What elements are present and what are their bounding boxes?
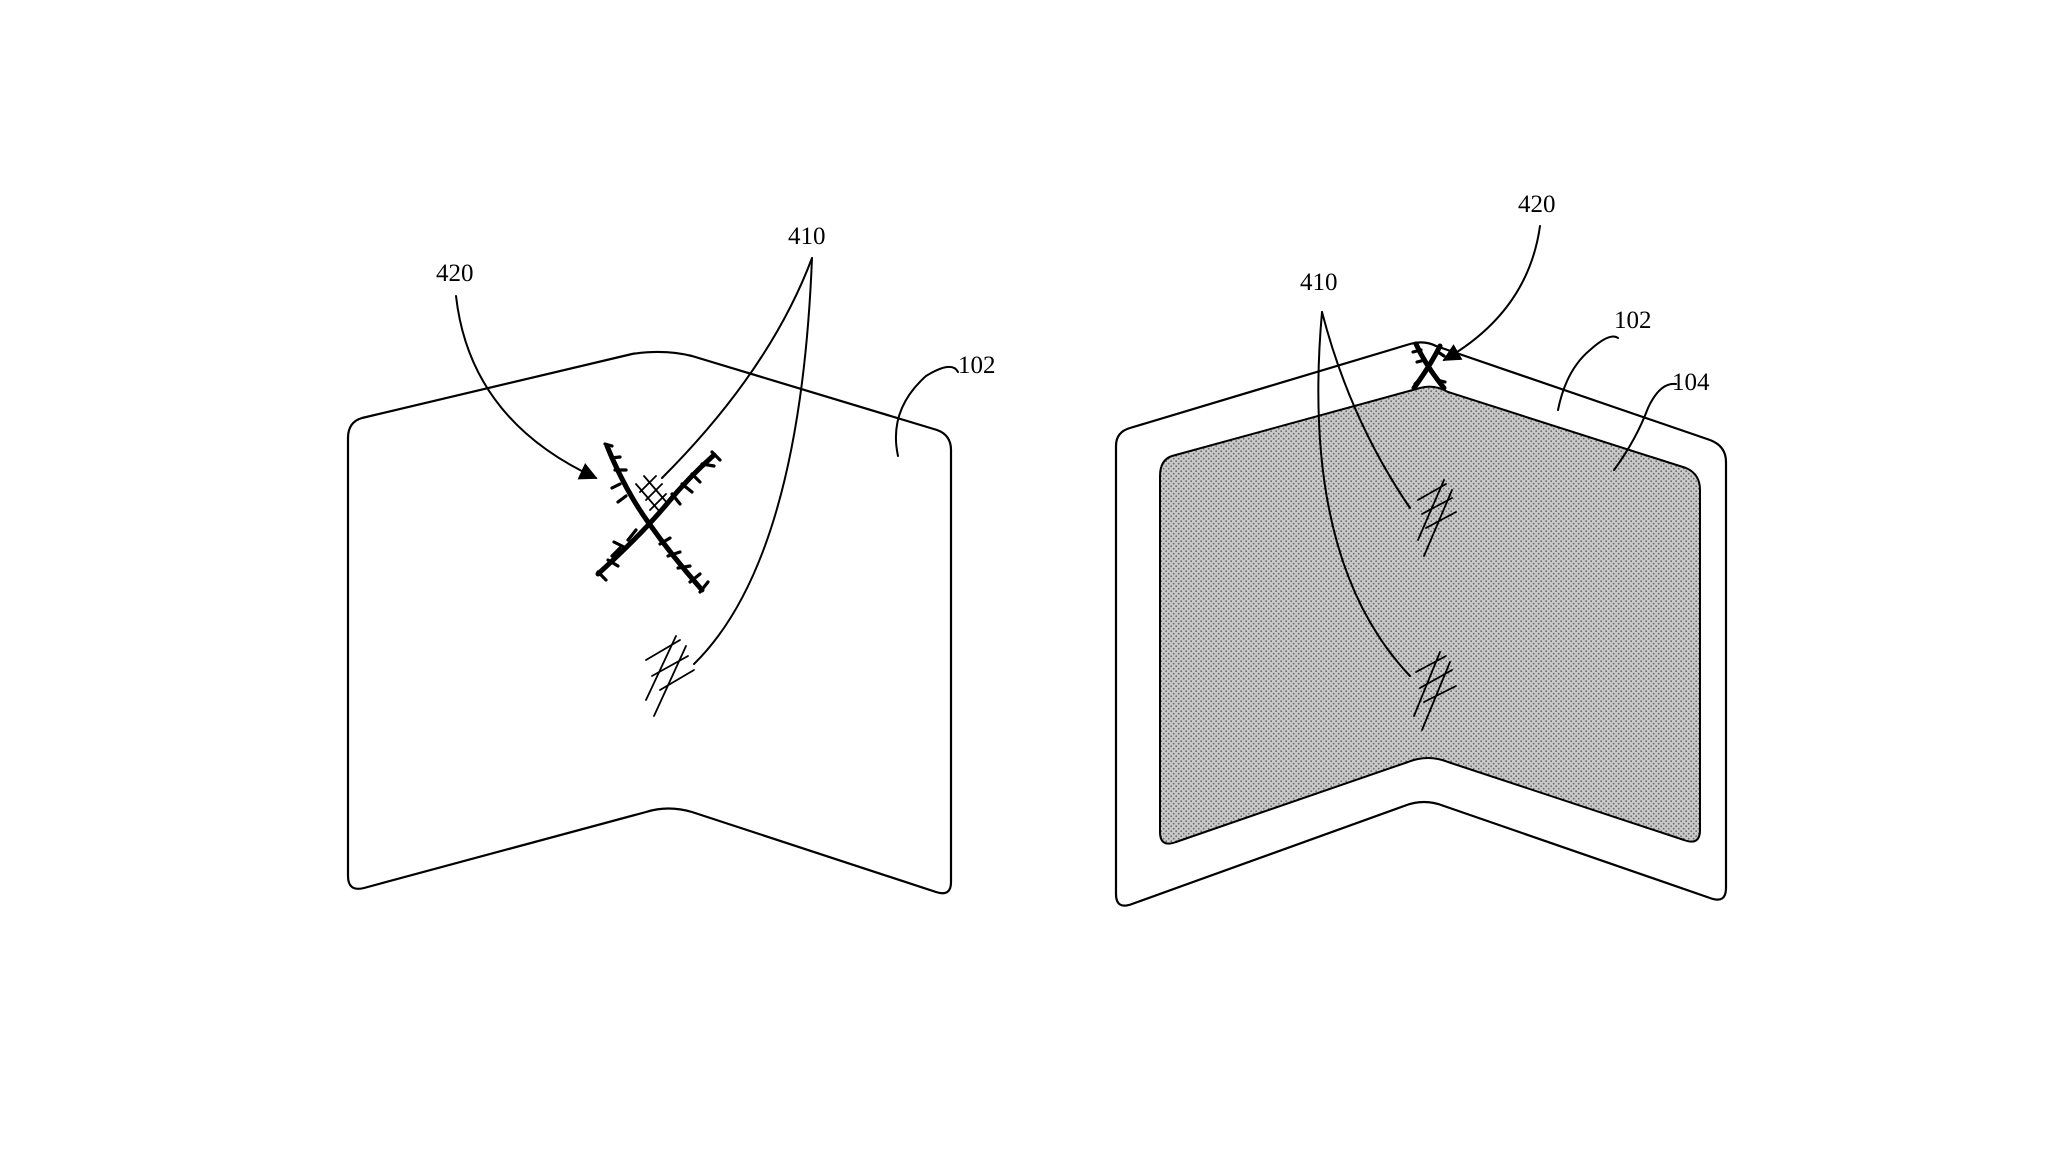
right-leader-102 xyxy=(1557,335,1619,411)
left-damage-mark xyxy=(595,442,722,594)
right-leader-410-a xyxy=(1321,311,1411,509)
right-label-104: 104 xyxy=(1672,369,1710,396)
right-label-410: 410 xyxy=(1300,269,1338,296)
right-display-panel xyxy=(1159,385,1701,845)
left-crack-upper xyxy=(635,475,669,513)
right-crack-lower xyxy=(1413,651,1457,731)
right-cover-outline xyxy=(1114,341,1728,907)
right-leader-420 xyxy=(1442,225,1541,361)
left-label-420: 420 xyxy=(436,260,474,287)
right-leader-104 xyxy=(1613,382,1677,471)
right-label-420: 420 xyxy=(1518,191,1556,218)
left-view: 420 410 102 xyxy=(346,223,996,895)
left-label-102: 102 xyxy=(958,352,996,379)
right-crack-upper xyxy=(1417,479,1457,557)
right-leader-410-b xyxy=(1317,311,1411,677)
left-leader-420 xyxy=(455,295,598,480)
left-cover-outline xyxy=(346,350,953,895)
right-label-102: 102 xyxy=(1614,307,1652,334)
right-damage-mark xyxy=(1411,341,1447,391)
left-crack-lower xyxy=(645,635,695,717)
right-view: 420 410 102 104 xyxy=(1114,191,1728,907)
left-leader-410-b xyxy=(693,257,813,665)
left-leader-410-a xyxy=(661,257,813,479)
left-label-410: 410 xyxy=(788,223,826,250)
left-leader-102 xyxy=(894,365,959,457)
